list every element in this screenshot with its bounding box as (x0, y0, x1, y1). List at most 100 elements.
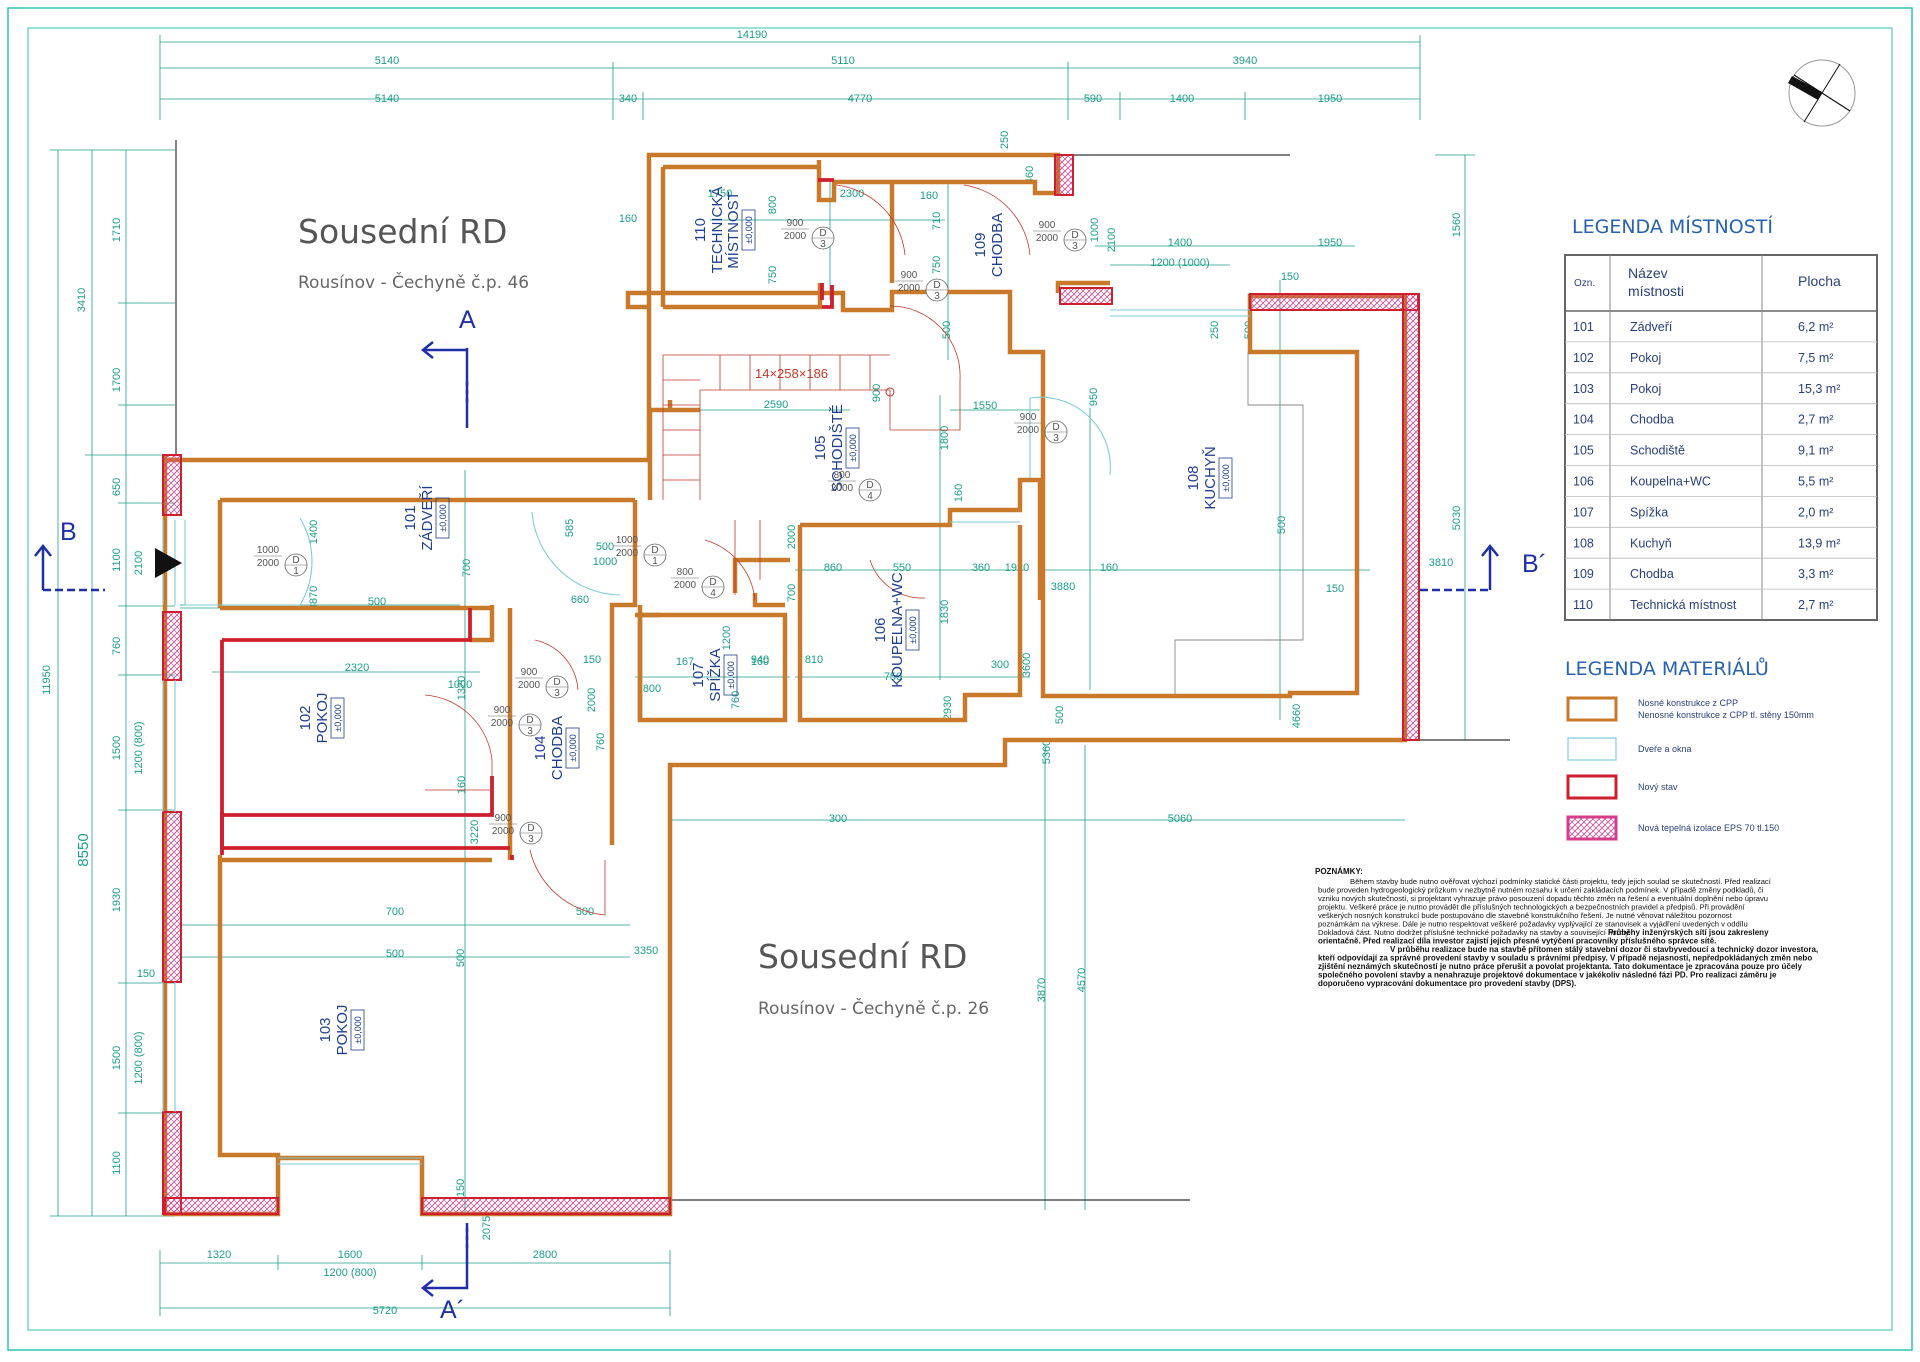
dim-li-5: 1500 (111, 736, 123, 760)
dim-interior: 1920 (1005, 562, 1029, 574)
legend-area: 2,0 m² (1798, 505, 1833, 519)
level-box (845, 427, 860, 469)
dim-li-3: 1100 (111, 548, 123, 572)
dim-interior: 1200 (721, 626, 733, 650)
legend-code: 102 (1573, 351, 1594, 365)
dim-r3-4: 590 (1084, 93, 1102, 105)
dim-interior: 160 (920, 190, 938, 202)
legend-name: Chodba (1630, 413, 1674, 427)
note-bold-line: kteří odpovídají za správné provedení st… (1318, 954, 1812, 963)
legend-code: 104 (1573, 413, 1594, 427)
room-level: ±0,000 (438, 504, 448, 531)
dim-left-lower: 8550 (75, 833, 92, 866)
dim-li-10: 1200 (800) (133, 1031, 145, 1084)
notes-title: POZNÁMKY: (1315, 867, 1363, 876)
dim-r2-2: 5110 (831, 55, 855, 67)
dim-interior: 1400 (1168, 237, 1192, 249)
staircase (662, 354, 891, 595)
door-mark: D (651, 545, 658, 556)
dim-interior: 150 (1326, 583, 1344, 595)
dim-r3-6: 1950 (1318, 93, 1342, 105)
room-number: 110 (692, 218, 709, 242)
door-width: 1000 (616, 535, 639, 546)
door-width: 800 (834, 470, 851, 481)
room-name: SPÍŽKA (707, 648, 724, 701)
dim-interior: 1000 (1089, 218, 1101, 242)
room-legend-header-area: Plocha (1798, 273, 1841, 289)
dim-interior: 700 (461, 559, 473, 577)
legend-code: 107 (1573, 505, 1594, 519)
new-walls (220, 178, 834, 860)
note-bold-line: V průběhu realizace bude na stavbě příto… (1390, 945, 1818, 954)
dim-interior: 2100 (1106, 228, 1118, 252)
dim-r3-3: 4770 (848, 93, 872, 105)
neighbor-top-subtitle: Rousínov - Čechyně č.p. 46 (298, 271, 529, 293)
dim-right-1: 5030 (1451, 506, 1463, 530)
load-bearing-walls (162, 152, 1408, 1217)
dim-interior: 2300 (840, 188, 864, 200)
dim-r3-5: 1400 (1170, 93, 1194, 105)
legend-name: Technická místnost (1630, 598, 1737, 612)
dim-interior: 940 (751, 654, 769, 666)
room-number: 103 (317, 1017, 334, 1042)
dim-b1-0: 1320 (207, 1249, 231, 1261)
dim-interior: 360 (972, 562, 990, 574)
door-height: 2000 (898, 283, 921, 294)
note-line: Během stavby bude nutno ověřovat výchozí… (1350, 877, 1772, 886)
dim-interior: 150 (1281, 271, 1299, 283)
material-legend-item: Nová tepelná izolace EPS 70 tl.150 (1566, 815, 1779, 841)
room-name: CHODBA (549, 716, 566, 780)
dim-interior: 250 (1209, 321, 1221, 339)
dim-interior: 700 (386, 906, 404, 918)
door-mark: D (866, 480, 873, 491)
legend-code: 110 (1573, 598, 1593, 612)
room-legend-title: LEGENDA MÍSTNOSTÍ (1572, 215, 1773, 238)
door-mark-num: 3 (820, 239, 826, 250)
dim-li-7: 1930 (111, 888, 123, 912)
room-name: CHODBA (989, 213, 1006, 277)
door-height: 2000 (831, 483, 854, 494)
material-legend-item: Nový stav (1566, 774, 1678, 800)
dim-interior: 1750 (708, 188, 732, 200)
dim-li-11: 1100 (111, 1151, 123, 1175)
note-bold-line: zjištění neznámých skutečností je nutno … (1318, 962, 1803, 971)
dim-interior: 150 (455, 1179, 467, 1197)
section-a-top: A (459, 306, 476, 334)
level-box (723, 654, 738, 696)
dim-interior: 3880 (1051, 581, 1075, 593)
legend-code: 101 (1573, 320, 1594, 334)
level-box (330, 697, 345, 739)
dim-r3-2: 340 (619, 93, 637, 105)
dim-li-2: 650 (111, 478, 123, 496)
dim-li-1: 1700 (111, 368, 123, 392)
dim-interior: 800 (767, 196, 779, 214)
dim-interior: 5060 (1168, 813, 1192, 825)
dim-interior: 150 (583, 654, 601, 666)
dim-b2-0: 1200 (800) (323, 1267, 376, 1279)
dim-interior: 300 (991, 659, 1009, 671)
stair-spec: 14×258×186 (755, 366, 828, 381)
door-mark: D (709, 577, 716, 588)
north-arrow-icon (1788, 59, 1856, 127)
level-box (565, 727, 580, 769)
dim-right-0: 1560 (1451, 213, 1463, 237)
room-number: 105 (812, 435, 829, 460)
neighbor-boundary (175, 140, 1510, 1201)
neighbor-bottom-subtitle: Rousínov - Čechyně č.p. 26 (758, 997, 989, 1019)
room-name: POKOJ (314, 693, 331, 744)
